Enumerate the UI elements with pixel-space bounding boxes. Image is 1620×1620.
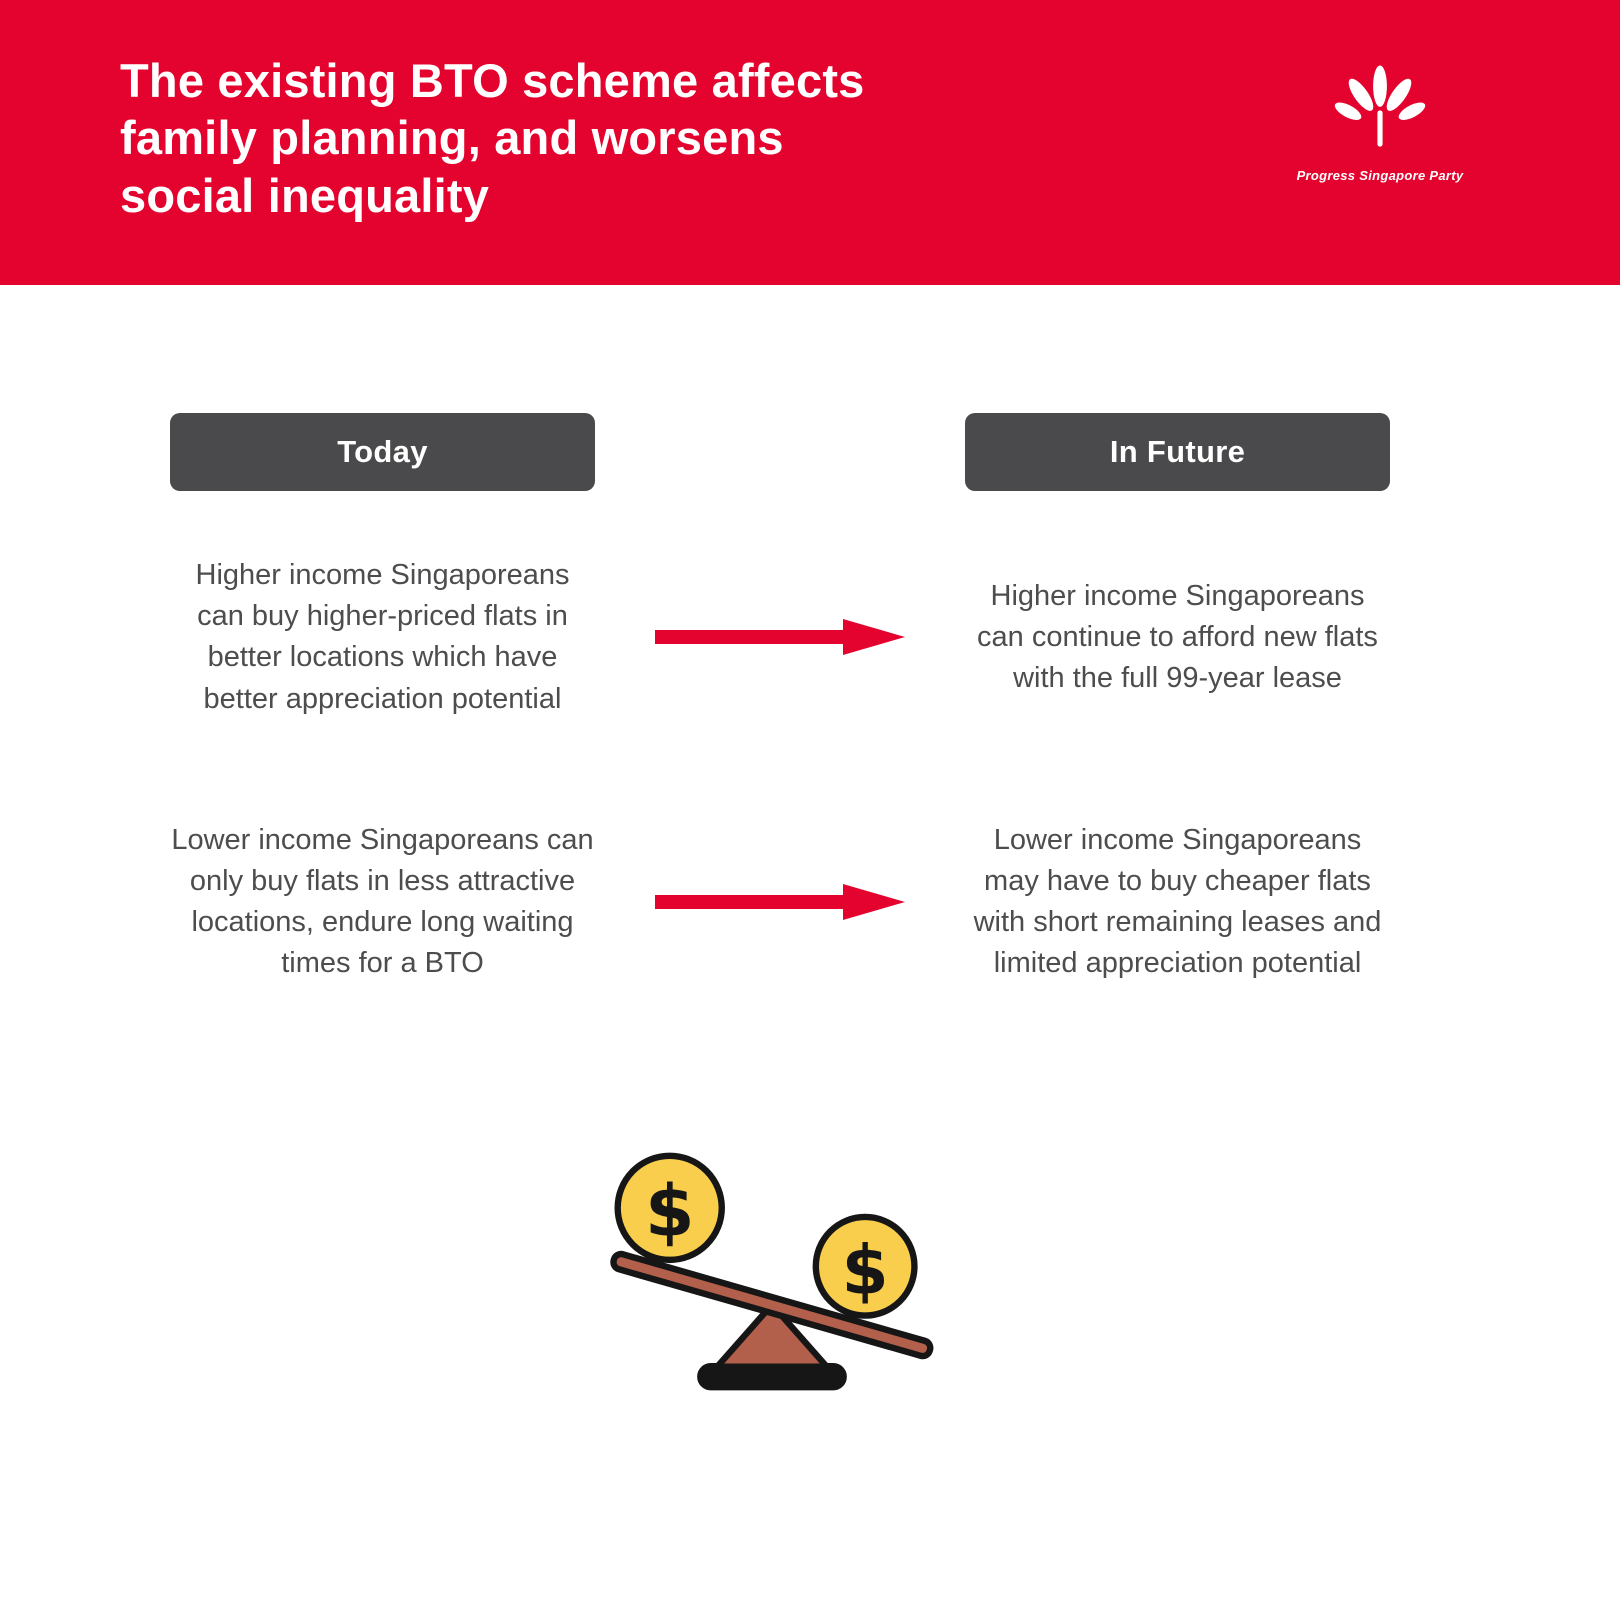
column-labels-row: Today In Future: [170, 413, 1620, 491]
logo-caption: Progress Singapore Party: [1296, 168, 1464, 183]
header-banner: The existing BTO scheme affects family p…: [0, 0, 1620, 285]
page-title: The existing BTO scheme affects family p…: [120, 54, 865, 222]
higher-income-row: Higher income Singaporeans can buy highe…: [170, 555, 1620, 720]
column-label-future: In Future: [965, 413, 1390, 491]
dollar-coin-right: $: [812, 1214, 918, 1320]
dollar-symbol: $: [842, 1231, 889, 1310]
arrow-right-icon: [655, 884, 905, 921]
arrow-right-icon: [655, 619, 905, 656]
party-logo: Progress Singapore Party: [1290, 62, 1470, 183]
comparison-section: Today In Future Higher income Singaporea…: [0, 413, 1620, 984]
scale-fulcrum: [714, 1301, 830, 1371]
higher-income-today-text: Higher income Singaporeans can buy highe…: [195, 559, 570, 715]
scale-plank: [610, 1251, 934, 1360]
column-label-today: Today: [170, 413, 595, 491]
lower-income-today-text: Lower income Singaporeans can only buy f…: [171, 823, 594, 980]
palm-leaf-icon: [1334, 65, 1426, 147]
illustration-area: $ $: [0, 1036, 1582, 1397]
higher-income-future-text: Higher income Singaporeans can continue …: [977, 579, 1378, 694]
dollar-coin-left: $: [614, 1152, 725, 1264]
lower-income-row: Lower income Singaporeans can only buy f…: [170, 820, 1620, 985]
unbalanced-scale-icon: $ $: [610, 1152, 934, 1391]
dollar-symbol: $: [645, 1170, 695, 1253]
lower-income-future-text: Lower income Singaporeans may have to bu…: [973, 823, 1382, 980]
